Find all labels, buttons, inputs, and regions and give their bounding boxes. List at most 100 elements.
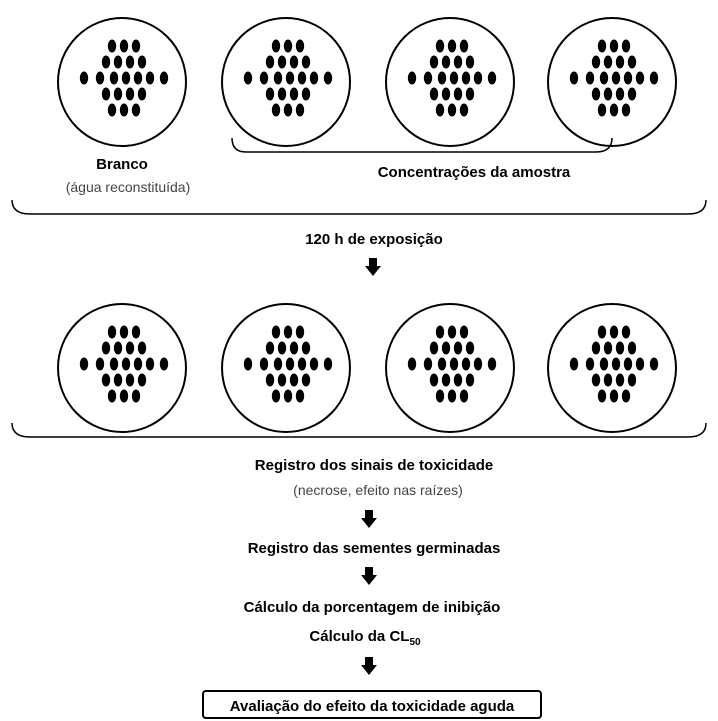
- seed-icon: [627, 55, 637, 69]
- dish-row-results: [57, 303, 677, 433]
- seed-icon: [609, 103, 619, 117]
- seed-icon: [423, 71, 433, 85]
- seed-icon: [461, 357, 471, 371]
- seed-icon: [611, 71, 621, 85]
- down-arrow-icon: [361, 510, 377, 528]
- step-inhibition: Cálculo da porcentagem de inibição: [244, 599, 501, 616]
- seed-icon: [423, 357, 433, 371]
- seed-icon: [107, 103, 117, 117]
- seed-icon: [323, 357, 333, 371]
- seed-icon: [591, 373, 601, 387]
- seed-icon: [649, 71, 659, 85]
- seed-icon: [621, 325, 631, 339]
- seed-icon: [615, 341, 625, 355]
- seed-icon: [453, 341, 463, 355]
- seed-icon: [621, 103, 631, 117]
- seed-icon: [435, 389, 445, 403]
- dish-outline: [221, 17, 351, 147]
- seed-icon: [295, 325, 305, 339]
- seed-icon: [109, 71, 119, 85]
- petri-dish-icon: [547, 303, 677, 433]
- seed-icon: [101, 87, 111, 101]
- seed-icon: [459, 39, 469, 53]
- seed-icon: [447, 103, 457, 117]
- seed-icon: [301, 341, 311, 355]
- seed-icon: [289, 373, 299, 387]
- petri-dish-icon: [221, 303, 351, 433]
- seed-icon: [283, 103, 293, 117]
- seed-icon: [465, 55, 475, 69]
- down-arrow-icon: [361, 567, 377, 585]
- seed-icon: [285, 71, 295, 85]
- seed-icon: [283, 389, 293, 403]
- petri-dish-icon: [221, 17, 351, 147]
- seed-icon: [627, 87, 637, 101]
- seed-icon: [459, 103, 469, 117]
- dish-outline: [57, 17, 187, 147]
- seed-icon: [621, 389, 631, 403]
- seed-icon: [131, 389, 141, 403]
- seed-icon: [465, 87, 475, 101]
- seed-icon: [473, 357, 483, 371]
- seed-icon: [277, 87, 287, 101]
- seed-icon: [429, 341, 439, 355]
- seed-icon: [461, 71, 471, 85]
- seed-icon: [79, 71, 89, 85]
- samples-label: Concentrações da amostra: [378, 164, 571, 181]
- seed-icon: [591, 55, 601, 69]
- seed-icon: [297, 71, 307, 85]
- seed-icon: [429, 373, 439, 387]
- seed-icon: [265, 341, 275, 355]
- seed-icon: [603, 341, 613, 355]
- seed-icon: [113, 341, 123, 355]
- seed-icon: [107, 325, 117, 339]
- seed-icon: [273, 71, 283, 85]
- seed-icon: [145, 71, 155, 85]
- petri-dish-icon: [57, 303, 187, 433]
- seed-icon: [119, 389, 129, 403]
- seed-icon: [597, 325, 607, 339]
- seed-icon: [623, 357, 633, 371]
- seed-icon: [435, 103, 445, 117]
- seed-icon: [465, 373, 475, 387]
- step-germinated: Registro das sementes germinadas: [248, 540, 501, 557]
- seed-icon: [449, 357, 459, 371]
- seed-icon: [145, 357, 155, 371]
- seed-icon: [125, 87, 135, 101]
- seed-icon: [609, 325, 619, 339]
- seed-icon: [465, 341, 475, 355]
- seed-icon: [95, 357, 105, 371]
- seed-icon: [297, 357, 307, 371]
- seed-icon: [473, 71, 483, 85]
- seed-icon: [301, 373, 311, 387]
- seed-icon: [295, 389, 305, 403]
- seed-icon: [441, 87, 451, 101]
- dish-outline: [385, 17, 515, 147]
- petri-dish-icon: [547, 17, 677, 147]
- seed-icon: [289, 87, 299, 101]
- seed-icon: [159, 71, 169, 85]
- seed-icon: [271, 389, 281, 403]
- seed-icon: [119, 103, 129, 117]
- seed-icon: [289, 341, 299, 355]
- seed-icon: [101, 373, 111, 387]
- seed-icon: [243, 71, 253, 85]
- cl50-prefix: Cálculo da CL: [309, 628, 409, 645]
- seed-icon: [259, 71, 269, 85]
- seed-icon: [277, 341, 287, 355]
- seed-icon: [289, 55, 299, 69]
- seed-icon: [597, 389, 607, 403]
- signals-sublabel: (necrose, efeito nas raízes): [293, 482, 463, 498]
- seed-icon: [271, 103, 281, 117]
- down-arrow-icon: [361, 657, 377, 675]
- seed-icon: [273, 357, 283, 371]
- seed-icon: [569, 71, 579, 85]
- seed-icon: [603, 55, 613, 69]
- seed-icon: [627, 341, 637, 355]
- seed-icon: [597, 39, 607, 53]
- seed-icon: [121, 357, 131, 371]
- step-cl50: Cálculo da CL50: [309, 628, 421, 648]
- seed-icon: [159, 357, 169, 371]
- result-box: [202, 690, 542, 719]
